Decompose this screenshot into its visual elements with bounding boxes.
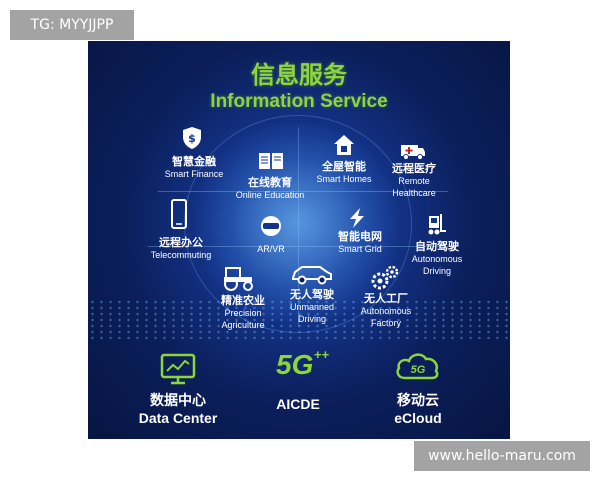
- service-telecommuting: 远程办公 Telecommuting: [134, 237, 228, 261]
- globe-ring: [184, 115, 412, 333]
- svg-text:$: $: [188, 132, 196, 145]
- light-dots-band: [88, 299, 510, 339]
- bottom-label-cn: 移动云: [397, 392, 439, 408]
- service-label-cn: 全屋智能: [322, 160, 366, 173]
- cloud-5g-icon: 5G: [396, 353, 439, 380]
- network-line: [298, 127, 299, 327]
- service-label-cn: 智慧金融: [172, 155, 216, 168]
- 5g-icon-sup: ++: [314, 347, 330, 362]
- service-label-en: Healthcare: [392, 188, 436, 198]
- house-icon: [334, 135, 354, 155]
- service-autonomous-driving: 自动驾驶 Autonomous Driving: [402, 241, 472, 277]
- service-online-education: 在线教育 Online Education: [220, 177, 320, 201]
- service-label-cn: 精准农业: [221, 294, 265, 307]
- service-label-cn: 远程办公: [159, 236, 203, 249]
- ambulance-icon: [401, 145, 425, 160]
- service-label-en: Factory: [370, 318, 401, 328]
- service-label-en: Precision: [224, 308, 262, 318]
- poster-title-cn: 信息服务: [251, 61, 347, 89]
- 5g-icon-text: 5G: [276, 349, 314, 380]
- watermark-top-left-text: TG: MYYJJPP: [30, 17, 114, 33]
- service-label-en: AR/VR: [257, 244, 285, 254]
- service-autonomous-factory: 无人工厂 Autonomous Factory: [348, 293, 424, 329]
- bottom-ecloud: 移动云 eCloud: [378, 391, 458, 427]
- service-smart-finance: 智慧金融 Smart Finance: [148, 156, 240, 180]
- service-label-cn: 无人驾驶: [290, 288, 334, 301]
- service-label-en: Autonomous: [411, 254, 463, 264]
- service-unmanned-driving: 无人驾驶 Unmanned Driving: [274, 289, 350, 325]
- service-label-en: Online Education: [235, 190, 305, 200]
- monitor-chart-icon: [160, 353, 196, 385]
- watermark-top-left: TG: MYYJJPP: [10, 10, 134, 40]
- car-icon: [292, 266, 332, 285]
- service-label-cn: 无人工厂: [364, 292, 408, 305]
- bottom-label-en: Data Center: [138, 410, 218, 426]
- service-label-cn: 自动驾驶: [415, 240, 459, 253]
- poster-title-en: Information Service: [210, 91, 388, 112]
- service-ar-vr: AR/VR: [238, 243, 304, 255]
- service-label-en: Autonomous: [360, 306, 412, 316]
- network-line: [148, 246, 448, 247]
- service-label-en: Telecommuting: [150, 250, 212, 260]
- service-smart-homes: 全屋智能 Smart Homes: [298, 161, 390, 185]
- service-smart-grid: 智能电网 Smart Grid: [316, 231, 404, 255]
- bottom-label-en: AICDE: [276, 396, 320, 412]
- lightning-icon: [350, 208, 364, 228]
- vr-headset-icon: [261, 216, 281, 236]
- shield-dollar-icon: $: [183, 127, 201, 149]
- service-label-en: Smart Finance: [164, 169, 224, 179]
- service-label-en: Driving: [422, 266, 451, 276]
- network-line: [158, 191, 448, 192]
- bottom-label-cn: 数据中心: [150, 392, 206, 408]
- service-label-en: Smart Grid: [338, 244, 382, 254]
- service-remote-healthcare: 远程医疗 Remote Healthcare: [373, 163, 455, 199]
- information-service-poster: 信息服务 Information Service $ 智慧金融 Smart Fi…: [88, 41, 510, 439]
- 5g-plus-icon: 5G ++: [276, 347, 336, 387]
- service-label-en: Agriculture: [221, 320, 265, 330]
- tractor-icon: [224, 267, 253, 291]
- service-label-cn: 远程医疗: [392, 162, 436, 175]
- phone-icon: [171, 199, 187, 229]
- service-label-en: Smart Homes: [316, 174, 372, 184]
- service-precision-agriculture: 精准农业 Precision Agriculture: [206, 295, 280, 331]
- watermark-bottom-right: www.hello-maru.com: [414, 441, 590, 471]
- open-book-icon: [259, 153, 283, 169]
- service-label-cn: 智能电网: [338, 230, 382, 243]
- bottom-data-center: 数据中心 Data Center: [128, 391, 228, 427]
- service-label-en: Driving: [297, 314, 326, 324]
- gears-icon: [371, 265, 399, 290]
- service-label-en: Unmanned: [289, 302, 335, 312]
- cloud-5g-icon-text: 5G: [411, 364, 426, 376]
- watermark-bottom-right-text: www.hello-maru.com: [428, 448, 576, 464]
- service-label-cn: 在线教育: [248, 176, 292, 189]
- bottom-label-en: eCloud: [394, 410, 442, 426]
- service-label-en: Remote: [398, 176, 430, 186]
- forklift-icon: [428, 214, 446, 235]
- bottom-aicde: AICDE: [258, 395, 338, 413]
